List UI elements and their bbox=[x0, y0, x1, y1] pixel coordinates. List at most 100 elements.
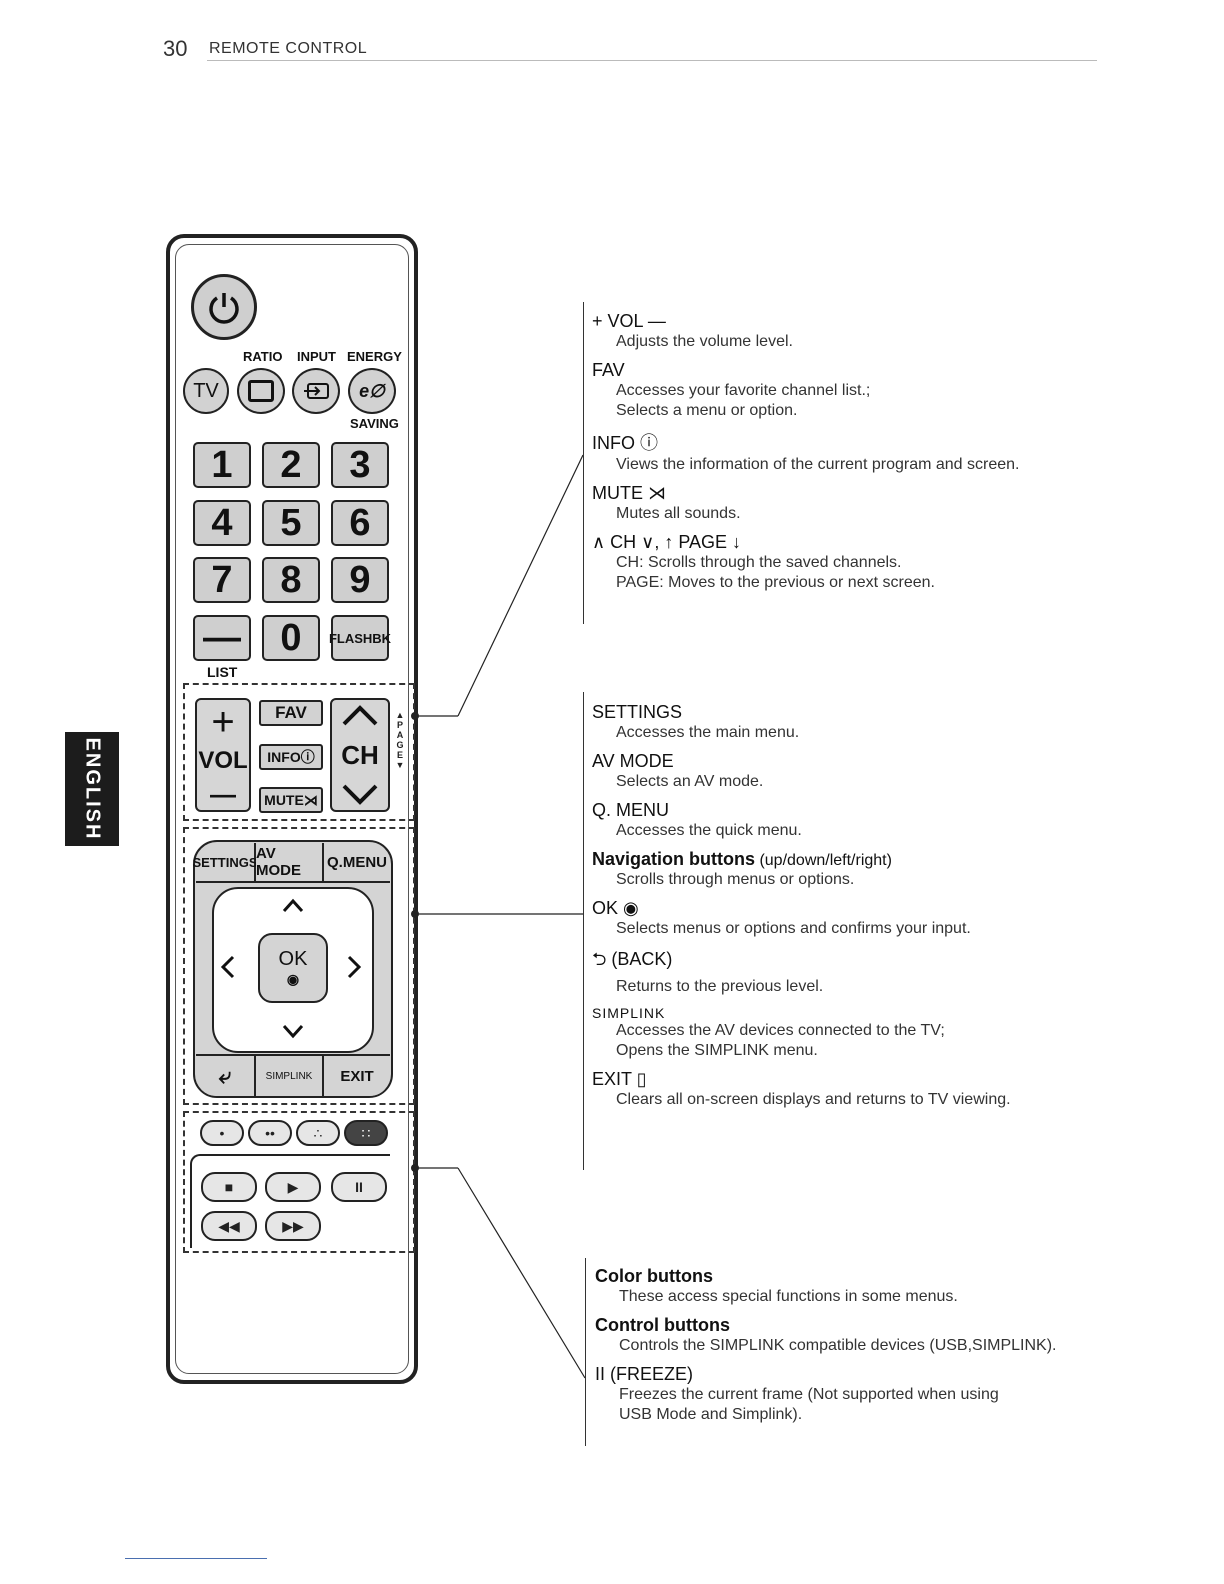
ratio-button[interactable] bbox=[237, 368, 285, 414]
desc-item-line: Selects an AV mode. bbox=[616, 773, 764, 790]
desc-item-line: Controls the SIMPLINK compatible devices… bbox=[619, 1337, 1057, 1354]
number-button-0[interactable]: 0 bbox=[262, 615, 320, 661]
exit-button[interactable]: EXIT bbox=[324, 1054, 390, 1096]
section-title: REMOTE CONTROL bbox=[209, 40, 368, 57]
desc-item-title: AV MODE bbox=[592, 751, 674, 771]
ratio-icon bbox=[248, 380, 274, 402]
q-menu-button[interactable]: Q.MENU bbox=[324, 843, 390, 883]
desc-item-line: Clears all on-screen displays and return… bbox=[616, 1091, 1011, 1108]
nav-down-icon[interactable] bbox=[282, 1024, 304, 1040]
blue-color-button[interactable]: ∷ bbox=[344, 1120, 388, 1146]
channel-up-icon[interactable] bbox=[340, 704, 380, 726]
desc-item-line: Adjusts the volume level. bbox=[616, 333, 793, 350]
desc-item: Q. MENU Accesses the quick menu. bbox=[592, 800, 1112, 841]
settings-button[interactable]: SETTINGS bbox=[193, 843, 258, 883]
info-button[interactable]: INFOⓘ bbox=[259, 744, 323, 770]
energy-saving-button[interactable]: e∅ bbox=[348, 368, 396, 414]
desc-item-line: Selects menus or options and confirms yo… bbox=[616, 920, 971, 937]
list-label: LIST bbox=[207, 664, 238, 680]
desc-item: + VOL — Adjusts the volume level. bbox=[592, 311, 1112, 352]
nav-left-icon[interactable] bbox=[220, 955, 236, 979]
ratio-label: RATIO bbox=[243, 349, 283, 364]
group-2-rule bbox=[583, 692, 584, 1170]
input-icon bbox=[304, 383, 329, 399]
ok-button[interactable]: OK ◉ bbox=[258, 933, 328, 1003]
back-icon: ⤶ bbox=[218, 1063, 232, 1088]
number-button-6[interactable]: 6 bbox=[331, 500, 389, 546]
fast-forward-button[interactable]: ▶▶ bbox=[265, 1211, 321, 1241]
volume-rocker[interactable]: + VOL — bbox=[195, 698, 251, 812]
number-button-5[interactable]: 5 bbox=[262, 500, 320, 546]
stop-icon: ■ bbox=[224, 1179, 234, 1195]
desc-item: AV MODE Selects an AV mode. bbox=[592, 751, 1112, 792]
one-dot-icon: • bbox=[219, 1125, 225, 1141]
simplink-button[interactable]: SIMPLINK bbox=[256, 1054, 324, 1096]
nav-right-icon[interactable] bbox=[346, 955, 362, 979]
volume-down-icon[interactable]: — bbox=[210, 779, 236, 809]
desc-item-line: Selects a menu or option. bbox=[616, 402, 798, 419]
two-dot-icon: •• bbox=[265, 1125, 275, 1141]
tv-button[interactable]: TV bbox=[183, 368, 229, 414]
desc-item-title: SETTINGS bbox=[592, 702, 683, 722]
number-button-9[interactable]: 9 bbox=[331, 557, 389, 603]
pause-button[interactable]: II bbox=[331, 1172, 387, 1202]
fav-button[interactable]: FAV bbox=[259, 700, 323, 726]
page-number: 30 bbox=[163, 36, 188, 61]
footer-rule bbox=[125, 1558, 267, 1559]
color-buttons-title: Color buttons bbox=[595, 1266, 713, 1286]
desc-item-title: SIMPLINK bbox=[592, 1005, 666, 1021]
number-button-8[interactable]: 8 bbox=[262, 557, 320, 603]
description-group-2: SETTINGS Accesses the main menu. AV MODE… bbox=[592, 702, 1112, 1118]
desc-item-title: INFO ⓘ bbox=[592, 433, 658, 453]
desc-item-title: ⮌ (BACK) bbox=[592, 949, 673, 969]
desc-item-title: FAV bbox=[592, 360, 625, 380]
color-control-group-outline bbox=[183, 1111, 415, 1253]
fast-forward-icon: ▶▶ bbox=[282, 1217, 304, 1234]
three-dot-icon: ∴ bbox=[313, 1124, 323, 1141]
desc-item-line: USB Mode and Simplink). bbox=[619, 1406, 803, 1423]
navigation-group-outline bbox=[183, 827, 415, 1105]
desc-item-title: MUTE ⋊ bbox=[592, 483, 666, 503]
number-button-3[interactable]: 3 bbox=[331, 442, 389, 488]
number-button-2[interactable]: 2 bbox=[262, 442, 320, 488]
stop-button[interactable]: ■ bbox=[201, 1172, 257, 1202]
channel-rocker[interactable]: CH bbox=[330, 698, 390, 812]
number-button-1[interactable]: 1 bbox=[193, 442, 251, 488]
back-button[interactable]: ⤶ bbox=[196, 1054, 256, 1096]
control-buttons-panel bbox=[190, 1154, 390, 1248]
yellow-color-button[interactable]: ∴ bbox=[296, 1120, 340, 1146]
channel-label: CH bbox=[341, 740, 379, 770]
input-button[interactable] bbox=[292, 368, 340, 414]
desc-item-title: ∧ CH ∨, ↑ PAGE ↓ bbox=[592, 532, 742, 552]
desc-item: OK ◉ Selects menus or options and confir… bbox=[592, 898, 1112, 939]
description-group-3: Color buttons These access special funct… bbox=[595, 1266, 1115, 1433]
desc-item-title: Q. MENU bbox=[592, 800, 670, 820]
header-rule bbox=[207, 60, 1097, 61]
list-button[interactable]: — bbox=[193, 615, 251, 661]
play-button[interactable]: ▶ bbox=[265, 1172, 321, 1202]
desc-item: ∧ CH ∨, ↑ PAGE ↓ CH: Scrolls through the… bbox=[592, 532, 1112, 593]
energy-saving-icon: e∅ bbox=[359, 380, 385, 401]
desc-item: FAV Accesses your favorite channel list.… bbox=[592, 360, 1112, 421]
av-mode-button[interactable]: AV MODE bbox=[256, 843, 324, 883]
number-button-4[interactable]: 4 bbox=[193, 500, 251, 546]
ok-label: OK bbox=[278, 948, 308, 970]
desc-item-title: OK ◉ bbox=[592, 898, 639, 918]
number-button-7[interactable]: 7 bbox=[193, 557, 251, 603]
desc-item: Navigation buttons (up/down/left/right) … bbox=[592, 849, 1112, 890]
desc-item-line: Accesses your favorite channel list.; bbox=[616, 382, 871, 399]
desc-item-line: Accesses the AV devices connected to the… bbox=[616, 1022, 945, 1039]
desc-item-line: Freezes the current frame (Not supported… bbox=[619, 1386, 999, 1403]
flashbk-button[interactable]: FLASHBK bbox=[329, 615, 391, 661]
power-icon bbox=[209, 293, 239, 324]
green-color-button[interactable]: •• bbox=[248, 1120, 292, 1146]
power-button[interactable] bbox=[191, 274, 257, 340]
rewind-button[interactable]: ◀◀ bbox=[201, 1211, 257, 1241]
mute-button[interactable]: MUTE⋊ bbox=[259, 787, 323, 813]
channel-down-icon[interactable] bbox=[340, 784, 380, 806]
ok-dot-icon: ◉ bbox=[286, 971, 300, 987]
volume-up-icon[interactable]: + bbox=[211, 700, 235, 744]
red-color-button[interactable]: • bbox=[200, 1120, 244, 1146]
desc-item: ⮌ (BACK) Returns to the previous level. bbox=[592, 947, 1112, 997]
nav-up-icon[interactable] bbox=[282, 897, 304, 913]
